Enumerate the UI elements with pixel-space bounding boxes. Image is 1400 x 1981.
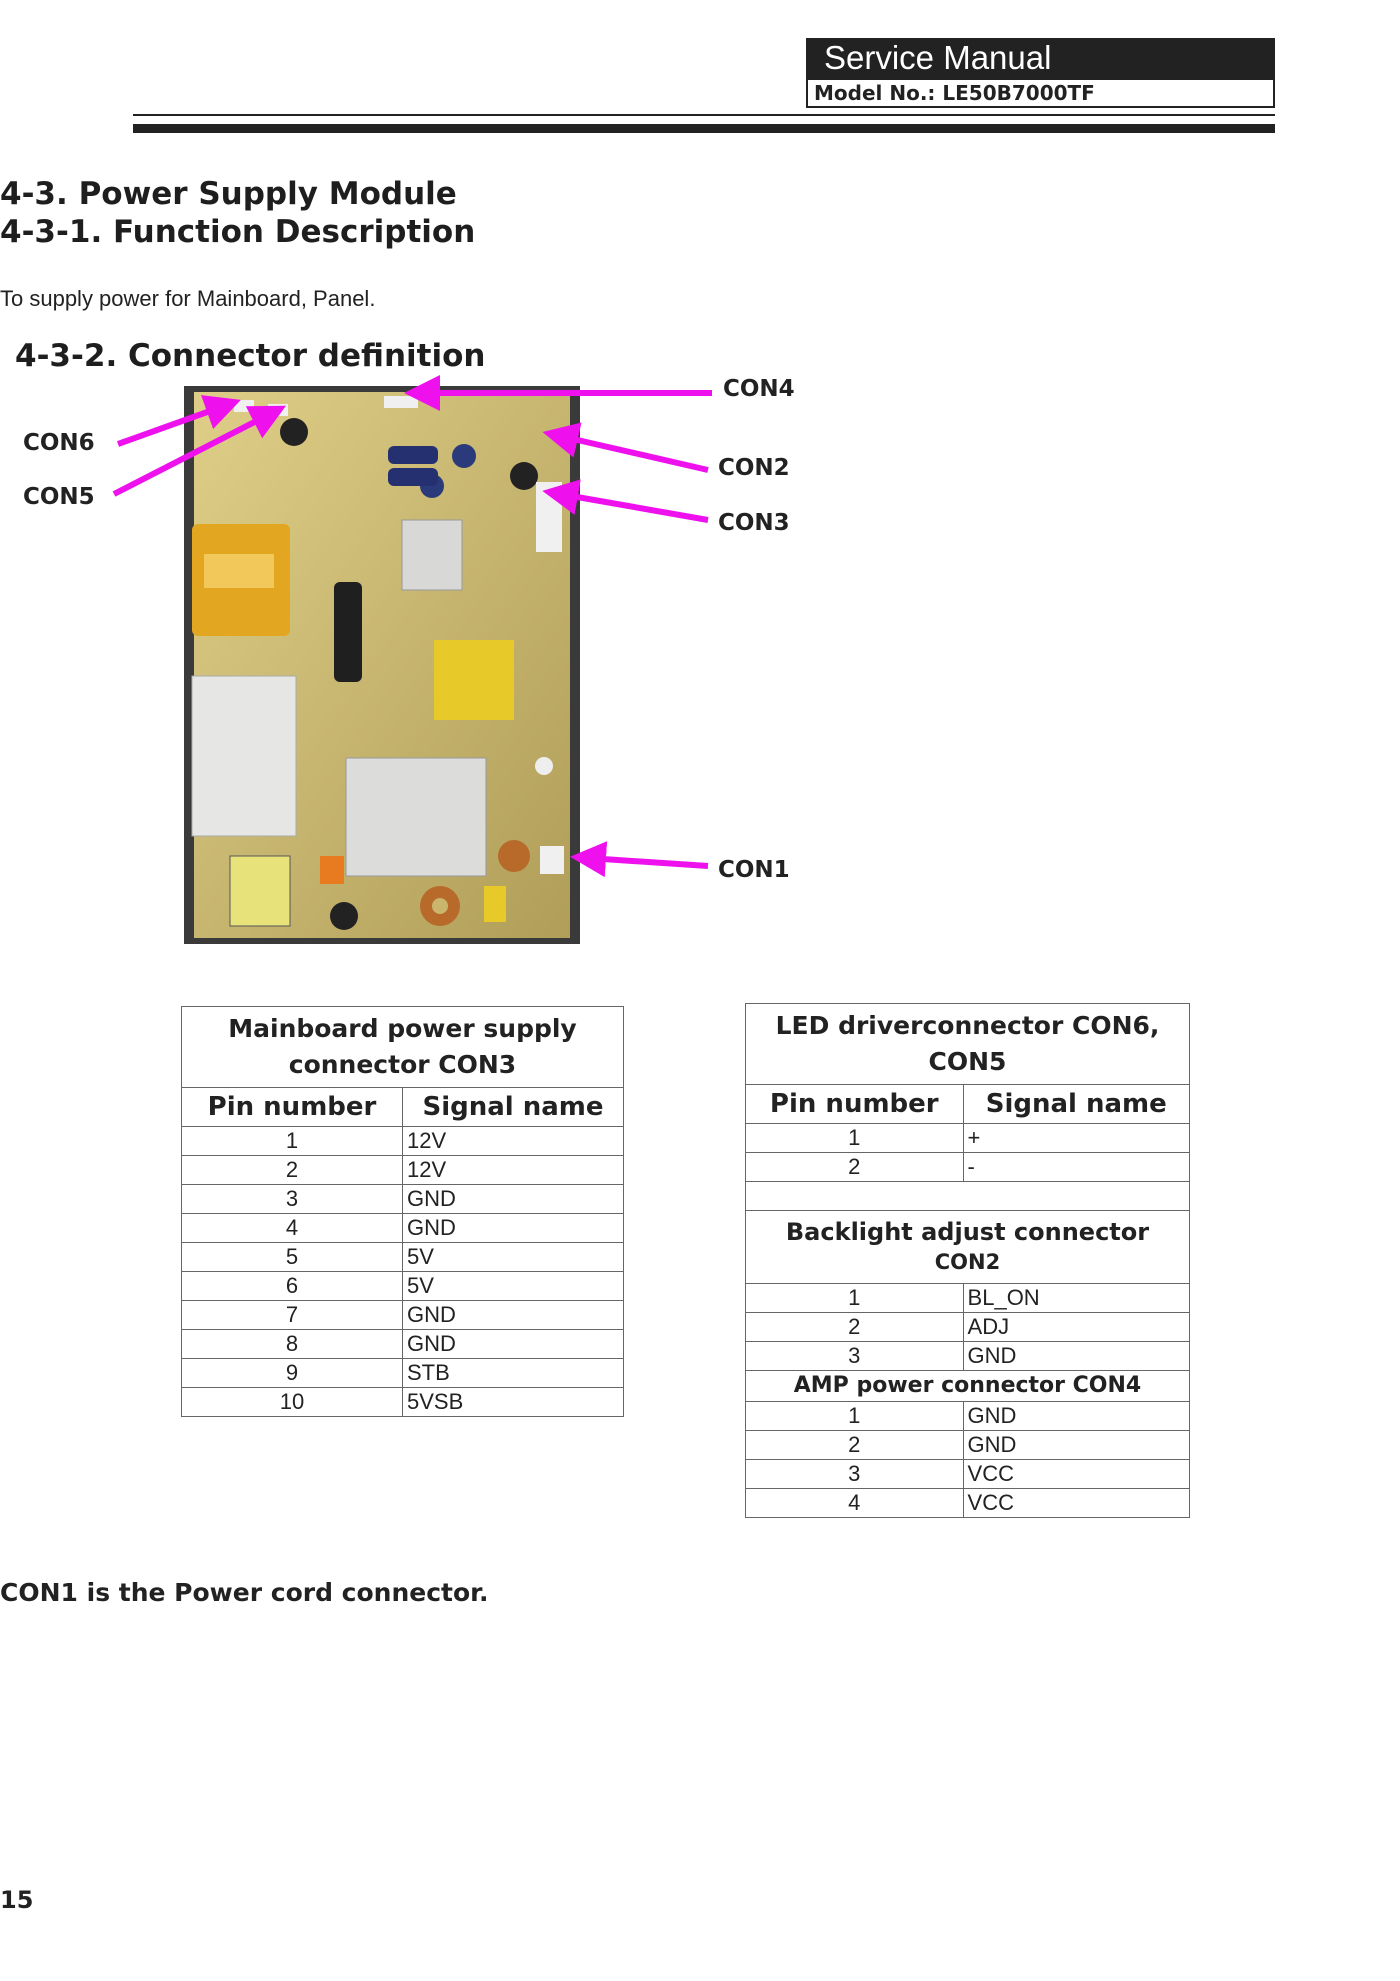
led-table-title: LED driverconnector CON6, CON5 [745,1003,1190,1085]
pin-cell: 1 [181,1126,403,1156]
table-row: 2- [745,1152,1191,1182]
con1-note: CON1 is the Power cord connector. [0,1578,489,1607]
label-con2: CON2 [718,455,790,481]
label-con3: CON3 [718,510,790,536]
mainboard-table-title: Mainboard power supply connector CON3 [181,1006,624,1088]
led-col-signal: Signal name [962,1084,1191,1124]
mainboard-col-signal: Signal name [402,1087,624,1127]
header-model-number: Model No.: LE50B7000TF [806,78,1275,108]
signal-cell: + [962,1123,1191,1153]
label-con6: CON6 [23,430,95,456]
pin-cell: 9 [181,1358,403,1388]
pin-cell: 2 [745,1152,964,1182]
mainboard-connector-table: Mainboard power supply connector CON3 Pi… [181,1006,624,1417]
pin-cell: 3 [181,1184,403,1214]
signal-cell: GND [962,1341,1191,1371]
signal-cell: - [962,1152,1191,1182]
signal-cell: GND [402,1213,624,1243]
pin-cell: 3 [745,1459,964,1489]
signal-cell: 5V [402,1271,624,1301]
label-con4: CON4 [723,376,795,402]
label-con5: CON5 [23,484,95,510]
table-row: 1+ [745,1123,1191,1153]
pin-cell: 1 [745,1283,964,1313]
led-col-pin: Pin number [745,1084,964,1124]
pin-cell: 1 [745,1401,964,1431]
signal-cell: VCC [962,1459,1191,1489]
backlight-section-title: Backlight adjust connector CON2 [745,1210,1190,1284]
signal-cell: GND [402,1300,624,1330]
power-board-photo [184,386,580,944]
pin-cell: 6 [181,1271,403,1301]
signal-cell: VCC [962,1488,1191,1518]
signal-cell: GND [402,1184,624,1214]
pin-cell: 1 [745,1123,964,1153]
signal-cell: 12V [402,1126,624,1156]
pin-cell: 5 [181,1242,403,1272]
signal-cell: 5VSB [402,1387,624,1417]
spacer-cell [745,1181,1190,1211]
header-rule-thick [133,124,1275,133]
pin-cell: 2 [745,1430,964,1460]
signal-cell: BL_ON [962,1283,1191,1313]
connector-heading: 4-3-2. Connector definition [15,338,486,374]
header-title: Service Manual [806,38,1275,78]
page-number: 15 [0,1886,34,1914]
backlight-title-line2: CON2 [934,1250,1001,1274]
signal-cell: ADJ [962,1312,1191,1342]
section-heading: 4-3. Power Supply Module [0,176,457,212]
signal-cell: GND [402,1329,624,1359]
led-driver-connector-table: LED driverconnector CON6, CON5 Pin numbe… [745,1003,1191,1518]
function-description: To supply power for Mainboard, Panel. [0,286,376,311]
table-spacer-row [745,1181,1190,1211]
signal-cell: 12V [402,1155,624,1185]
pin-cell: 3 [745,1341,964,1371]
pin-cell: 10 [181,1387,403,1417]
signal-cell: GND [962,1401,1191,1431]
signal-cell: STB [402,1358,624,1388]
header-rule-thin [133,114,1275,116]
signal-cell: GND [962,1430,1191,1460]
pin-cell: 2 [181,1155,403,1185]
backlight-title-line1: Backlight adjust connector [785,1218,1150,1246]
label-con1: CON1 [718,857,790,883]
pin-cell: 8 [181,1329,403,1359]
pin-cell: 2 [745,1312,964,1342]
pin-cell: 7 [181,1300,403,1330]
pin-cell: 4 [745,1488,964,1518]
mainboard-col-pin: Pin number [181,1087,403,1127]
function-heading: 4-3-1. Function Description [0,214,476,250]
pin-cell: 4 [181,1213,403,1243]
amp-section-title: AMP power connector CON4 [745,1370,1190,1402]
signal-cell: 5V [402,1242,624,1272]
